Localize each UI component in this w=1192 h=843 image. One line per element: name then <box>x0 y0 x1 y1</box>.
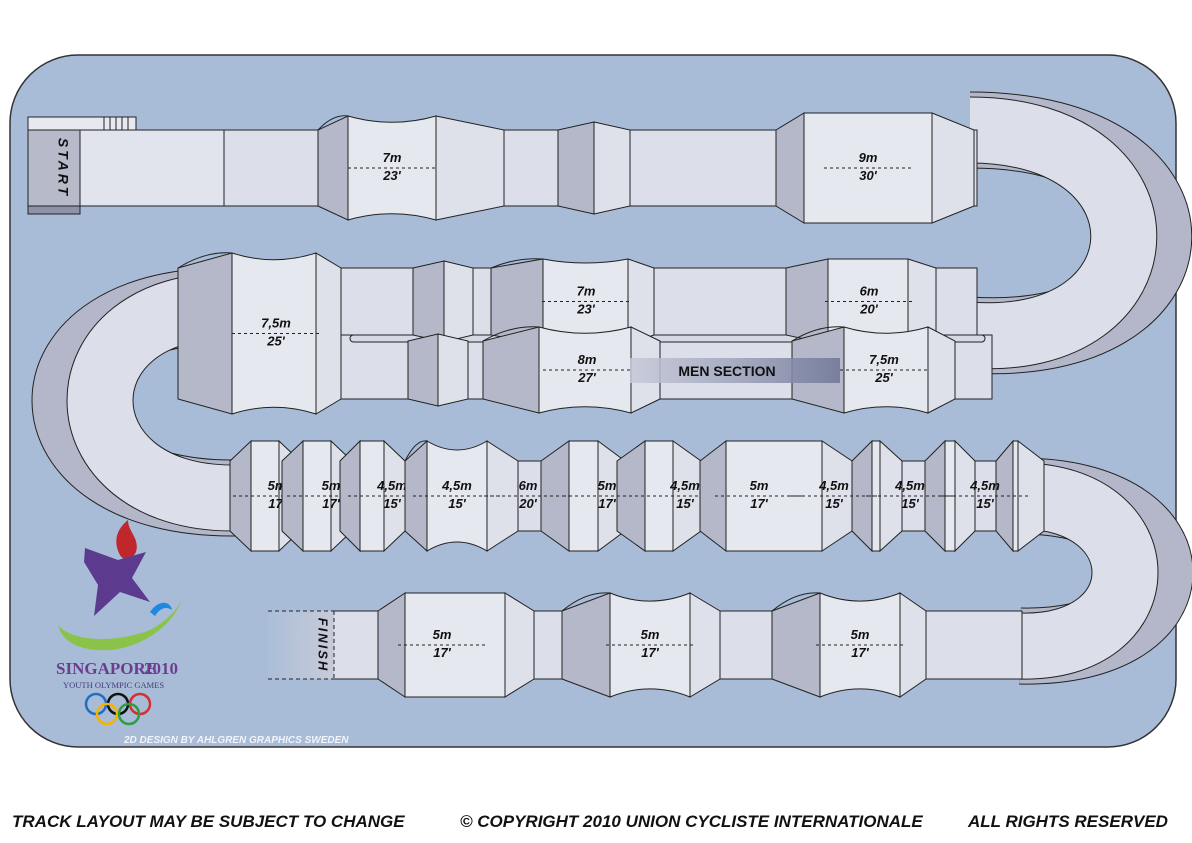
obstacle-width-m: 4,5m <box>441 478 472 493</box>
obstacle-width-m: 4,5m <box>376 478 407 493</box>
design-credit: 2D DESIGN BY AHLGREN GRAPHICS SWEDEN <box>123 735 349 746</box>
obstacle-width-ft: 27' <box>577 370 596 385</box>
track-turn-1 <box>967 97 1157 369</box>
track-turn-3 <box>1018 463 1158 679</box>
singapore-2010-logo: SINGAPORE 2010 YOUTH OLYMPIC GAMES <box>56 520 182 726</box>
finish-label: FINISH <box>316 618 331 673</box>
logo-city: SINGAPORE <box>56 659 157 678</box>
obstacle-width-ft: 15' <box>976 496 994 511</box>
obstacle-width-m: 4,5m <box>894 478 925 493</box>
obstacle-width-ft: 15' <box>383 496 401 511</box>
obstacle-roller-1 <box>557 121 631 215</box>
logo-star-figure <box>84 548 150 616</box>
obstacle-width-ft: 15' <box>901 496 919 511</box>
obstacle-width-m: 5m <box>641 627 660 642</box>
obstacle-o7 <box>791 326 956 414</box>
olympic-rings <box>84 692 152 726</box>
obstacle-width-m: 4,5m <box>818 478 849 493</box>
logo-subtitle: YOUTH OLYMPIC GAMES <box>63 680 164 690</box>
logo-year: 2010 <box>144 659 178 678</box>
men-section-label: MEN SECTION <box>678 363 775 379</box>
obstacle-width-ft: 17' <box>641 645 659 660</box>
obstacle-width-m: 7m <box>383 150 402 165</box>
obstacle-o15 <box>699 439 853 553</box>
obstacle-width-ft: 25' <box>266 334 285 349</box>
obstacle-width-m: 6m <box>860 284 879 299</box>
obstacle-width-m: 7,5m <box>869 352 899 367</box>
obstacle-width-ft: 17' <box>851 645 869 660</box>
obstacle-width-m: 5m <box>433 627 452 642</box>
obstacle-width-ft: 17' <box>322 496 340 511</box>
obstacle-width-ft: 30' <box>859 168 877 183</box>
obstacle-width-ft: 15' <box>825 496 843 511</box>
logo-flame <box>116 520 137 560</box>
footer-disclaimer: TRACK LAYOUT MAY BE SUBJECT TO CHANGE <box>12 812 405 831</box>
obstacle-width-m: 5m <box>322 478 341 493</box>
obstacle-width-m: 4,5m <box>969 478 1000 493</box>
obstacle-width-m: 5m <box>598 478 617 493</box>
obstacle-width-m: 6m <box>519 478 538 493</box>
logo-green-swoosh <box>58 598 182 651</box>
obstacle-o18 <box>995 439 1045 553</box>
footer-copyright: © COPYRIGHT 2010 UNION CYCLISTE INTERNAT… <box>460 812 923 831</box>
obstacle-width-ft: 20' <box>859 302 878 317</box>
obstacle-roller-2 <box>412 260 474 343</box>
obstacle-width-ft: 25' <box>874 370 893 385</box>
obstacles-group: 7m 23' 9m 30' 7,5m 25' 7m 23' 6m 20' 8m 27' 7,5m 25' 5… <box>177 112 1045 698</box>
footer-rights: ALL RIGHTS RESERVED <box>968 812 1168 831</box>
obstacle-width-m: 5m <box>750 478 769 493</box>
obstacle-width-m: 5m <box>851 627 870 642</box>
obstacle-width-m: 7m <box>577 284 596 299</box>
obstacle-width-m: 4,5m <box>669 478 700 493</box>
obstacle-width-ft: 23' <box>576 302 595 317</box>
obstacle-roller-3 <box>407 333 469 407</box>
obstacle-width-m: 9m <box>859 150 878 165</box>
obstacle-width-m: 7,5m <box>261 316 291 331</box>
track-turn-2 <box>67 273 237 531</box>
start-ramp-steps <box>27 116 137 131</box>
obstacle-width-ft: 15' <box>448 496 466 511</box>
obstacle-o19 <box>377 592 535 698</box>
obstacle-o6 <box>482 326 661 414</box>
obstacle-width-ft: 23' <box>382 168 401 183</box>
obstacle-width-ft: 17' <box>433 645 451 660</box>
logo-blue-swoosh <box>150 602 172 616</box>
start-hill-shadow <box>27 205 81 215</box>
start-label: START <box>55 138 71 198</box>
men-section-banner <box>630 358 840 383</box>
obstacle-width-m: 8m <box>578 352 597 367</box>
obstacle-width-ft: 20' <box>518 496 537 511</box>
finish-zone <box>268 611 334 679</box>
obstacle-width-ft: 17' <box>598 496 616 511</box>
obstacle-width-ft: 15' <box>676 496 694 511</box>
obstacle-width-ft: 17' <box>750 496 768 511</box>
